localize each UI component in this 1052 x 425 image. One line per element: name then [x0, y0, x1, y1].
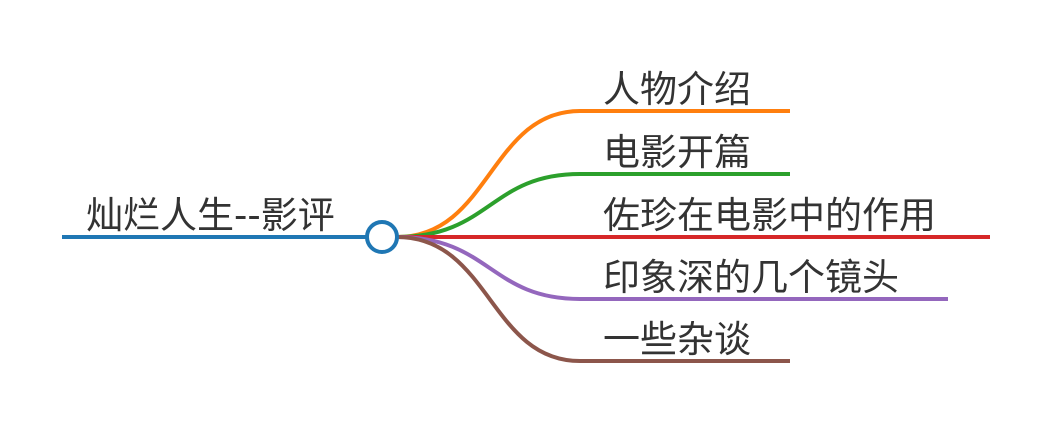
- branch-1[interactable]: 人物介绍: [396, 68, 790, 239]
- branch-connector: [396, 235, 581, 301]
- root-circle-icon[interactable]: [365, 220, 399, 254]
- branch-connector: [396, 172, 581, 239]
- root-node[interactable]: 灿烂人生--影评: [62, 194, 368, 239]
- branch-label: 人物介绍: [603, 68, 751, 111]
- branch-2[interactable]: 电影开篇: [396, 131, 790, 239]
- branch-4[interactable]: 印象深的几个镜头: [396, 235, 948, 301]
- branch-5[interactable]: 一些杂谈: [396, 235, 790, 363]
- branch-label: 印象深的几个镜头: [603, 256, 899, 299]
- root-label: 灿烂人生--影评: [86, 194, 335, 237]
- branch-3[interactable]: 佐珍在电影中的作用: [397, 194, 990, 240]
- branch-connector: [396, 235, 581, 363]
- branch-label: 一些杂谈: [603, 318, 751, 361]
- branch-connector: [396, 109, 581, 239]
- branch-label: 电影开篇: [603, 131, 751, 174]
- branch-label: 佐珍在电影中的作用: [603, 194, 936, 237]
